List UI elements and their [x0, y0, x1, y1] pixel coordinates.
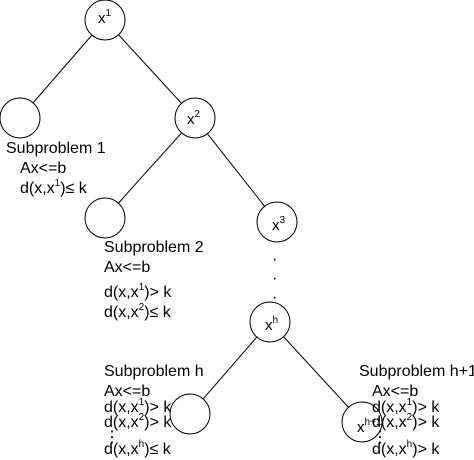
- node-subproblem1: [0, 97, 41, 139]
- svg-text:·: ·: [272, 289, 277, 306]
- subproblem2-label: Subproblem 2 Ax<=b d(x,x1)> k d(x,x2)≤ k: [104, 239, 204, 321]
- edge-x2-left: [104, 117, 196, 219]
- subproblem2-title: Subproblem 2: [104, 239, 204, 256]
- subproblem1-constraint: Ax<=b: [20, 160, 66, 177]
- node-subproblemh: [169, 393, 211, 435]
- node-x1-label: x1: [98, 8, 112, 27]
- node-x3-label: x3: [272, 215, 286, 234]
- tree-nodes: [0, 0, 383, 443]
- subproblem2-dist2: d(x,x2)≤ k: [104, 302, 172, 321]
- node-xh1: [341, 401, 383, 443]
- tree-edges: [19, 19, 363, 423]
- subproblem2-dist1: d(x,x1)> k: [104, 282, 172, 301]
- subproblemh1-label: Subproblem h+1 Ax<=b d(x,x1)> k d(x,x2)>…: [359, 363, 474, 458]
- node-x1: [84, 0, 126, 41]
- subproblemh1-ellipsis: ⋮: [372, 429, 388, 446]
- subproblemh-dist1: d(x,x1)> k: [104, 397, 172, 416]
- edge-xh-xh1: [269, 321, 363, 423]
- subproblemh-title: Subproblem h: [104, 363, 204, 380]
- subproblem1-dist: d(x,x1)≤ k: [20, 178, 88, 197]
- subproblemh-label: Subproblem h Ax<=b d(x,x1)> k d(x,x2)> k…: [104, 363, 204, 458]
- node-x2-label: x2: [187, 109, 201, 128]
- edge-x1-left: [19, 19, 106, 119]
- subproblemh-constraint: Ax<=b: [104, 383, 150, 400]
- subproblemh-disth: d(x,xh)≤ k: [104, 439, 172, 458]
- node-x2: [174, 97, 216, 139]
- subproblemh1-disth: d(x,xh)> k: [372, 439, 440, 458]
- edge-x1-x2: [104, 19, 196, 119]
- subproblem2-constraint: Ax<=b: [104, 259, 150, 276]
- node-subproblem2: [84, 197, 126, 239]
- subproblemh1-dist1: d(x,x1)> k: [372, 397, 440, 416]
- vertical-ellipsis: · · ·: [272, 251, 277, 306]
- node-xh-label: xh: [265, 315, 278, 334]
- subproblemh-dist2: d(x,x2)> k: [104, 412, 172, 431]
- svg-text:·: ·: [272, 270, 277, 287]
- node-x3: [256, 201, 298, 243]
- edge-x2-x3: [194, 117, 278, 223]
- subproblem1-title: Subproblem 1: [6, 140, 106, 157]
- subproblemh1-title: Subproblem h+1: [359, 363, 474, 380]
- subproblemh-ellipsis: ⋮: [104, 429, 120, 446]
- node-xh1-label: xh+1: [357, 417, 382, 436]
- subproblemh1-dist2: d(x,x2)> k: [372, 412, 440, 431]
- svg-text:·: ·: [272, 251, 277, 268]
- node-xh: [249, 301, 291, 343]
- subproblem1-label: Subproblem 1 Ax<=b d(x,x1)≤ k: [6, 140, 106, 197]
- subproblemh1-constraint: Ax<=b: [372, 383, 418, 400]
